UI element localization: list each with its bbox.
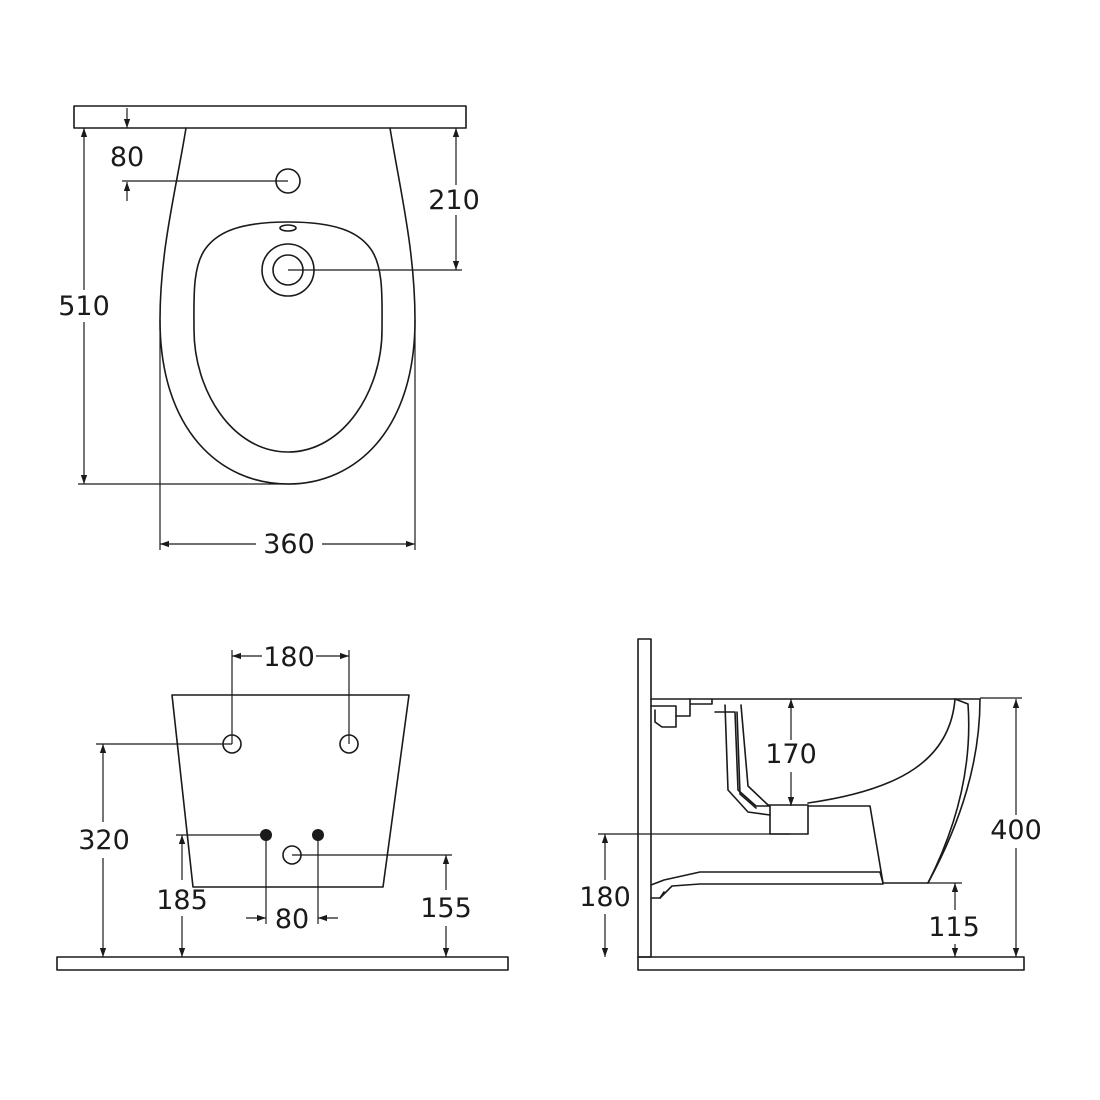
base-lip: [650, 891, 665, 899]
floor-plate-side: [637, 956, 1025, 971]
base-support-side: [650, 871, 884, 899]
bowl-opening-top: [193, 221, 383, 453]
dim-bowl-depth: 170: [765, 739, 817, 770]
overflow-slot: [279, 224, 297, 232]
dim-wall-to-drain: 210: [428, 185, 480, 216]
inner-channel-2: [736, 711, 757, 809]
rear-view: 180 320 185 80 155: [56, 642, 509, 971]
wall-plate-top: [73, 105, 467, 129]
bidet-outline-side: [650, 698, 981, 884]
dim-supply-height: 185: [156, 885, 208, 916]
dim-rim-height: 400: [990, 815, 1042, 846]
dim-supply-spacing: 80: [275, 904, 309, 935]
bowl-rim-return: [927, 698, 970, 884]
dim-overall-width: 360: [263, 529, 315, 560]
rear-notch: [654, 709, 677, 728]
dim-bolt-height: 320: [78, 825, 130, 856]
wall-side: [637, 638, 652, 958]
top-view: 80 210 510 360: [58, 105, 480, 560]
dim-waste-height: 155: [420, 893, 472, 924]
inner-channel-1: [724, 704, 771, 816]
floor-plate-rear: [56, 956, 509, 971]
side-view: 170 400 180 115: [579, 638, 1042, 971]
rim-flange: [650, 698, 713, 717]
dim-bolt-spacing: 180: [263, 642, 315, 673]
dim-waste-outlet-height: 180: [579, 882, 631, 913]
bowl-interior-side: [807, 698, 956, 804]
dim-overall-length: 510: [58, 291, 110, 322]
dim-base-clearance: 115: [928, 912, 980, 943]
bidet-outline-rear: [171, 694, 410, 888]
dim-wall-to-tap-hole: 80: [110, 142, 144, 173]
